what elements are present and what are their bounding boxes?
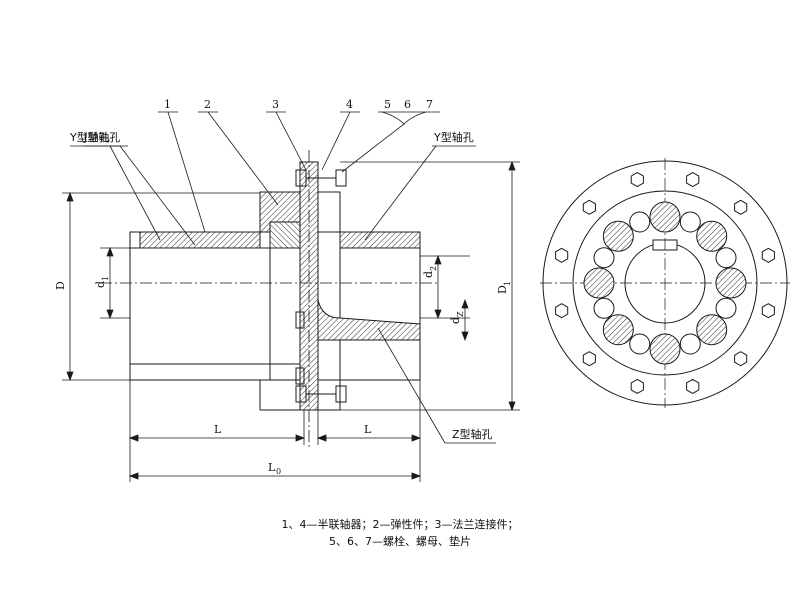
svg-text:0: 0 <box>276 467 281 476</box>
flange-bolt-nut <box>582 199 596 215</box>
elastic-segment <box>649 333 681 365</box>
dim-D: D <box>54 281 67 290</box>
elastic-segment <box>602 220 634 252</box>
end-view <box>540 158 790 408</box>
callout-4: 4 <box>346 98 353 111</box>
pin-hole <box>679 211 701 233</box>
svg-text:1: 1 <box>503 281 512 286</box>
elastic-segment <box>715 267 747 299</box>
flange-bolt-nut <box>582 351 596 367</box>
flange-bolt-nut <box>761 247 775 263</box>
pin-hole <box>593 297 615 319</box>
label-j-bore: J型轴孔 <box>83 130 120 144</box>
pin-hole <box>715 297 737 319</box>
flange-bolt-nut <box>686 172 700 188</box>
dim-L0: L 0 <box>268 461 281 476</box>
dim-d2: d 2 <box>422 266 438 278</box>
label-y-bore-left: Y型轴孔 <box>69 130 110 144</box>
dim-d1: d 1 <box>94 276 110 288</box>
dim-dz: d Z <box>449 311 465 324</box>
elastic-segment <box>649 201 681 233</box>
svg-text:d: d <box>422 271 435 278</box>
svg-text:D: D <box>496 285 509 294</box>
callout-1: 1 <box>164 98 171 111</box>
flange-bolt-nut <box>630 172 644 188</box>
flange-bolt-nut <box>555 303 569 319</box>
callout-2: 2 <box>204 98 211 111</box>
caption-line-1: 1、4—半联轴器；2—弹性件；3—法兰连接件； <box>281 518 519 531</box>
flange-bolt-nut <box>734 199 748 215</box>
caption-line-2: 5、6、7—螺栓、螺母、垫片 <box>329 535 471 548</box>
callout-7: 7 <box>426 98 433 111</box>
callout-6: 6 <box>404 98 411 111</box>
flange-bolt-nut <box>686 378 700 394</box>
right-hub-outline <box>317 231 421 381</box>
svg-text:1: 1 <box>101 276 110 281</box>
right-hub-z-bore <box>317 299 421 341</box>
left-hub-hatch <box>139 231 261 249</box>
right-flange <box>317 191 341 411</box>
flange-bolt-nut <box>630 378 644 394</box>
side-section-view <box>100 150 470 448</box>
pin-hole <box>629 333 651 355</box>
svg-text:d: d <box>449 317 462 324</box>
dim-L-right: L <box>364 423 372 436</box>
label-y-bore-right: Y型轴孔 <box>433 130 474 144</box>
callout-3: 3 <box>272 98 279 111</box>
flange-bolt-nut <box>734 351 748 367</box>
pin-hole <box>679 333 701 355</box>
dim-D1: D 1 <box>496 281 512 294</box>
elastic-segment <box>602 314 634 346</box>
pin-hole <box>593 247 615 269</box>
svg-text:Z: Z <box>456 311 465 317</box>
pin-hole <box>629 211 651 233</box>
flange-bolt-nut <box>555 247 569 263</box>
left-hub-outline <box>129 231 271 381</box>
leader-lines <box>70 111 496 444</box>
callout-5: 5 <box>384 98 391 111</box>
label-z-bore: Z型轴孔 <box>452 427 493 441</box>
elastic-element <box>269 221 306 249</box>
svg-text:d: d <box>94 281 107 288</box>
svg-text:2: 2 <box>429 266 438 271</box>
flange-bolt-nut <box>761 303 775 319</box>
svg-text:L: L <box>268 461 276 474</box>
dim-L-left: L <box>214 423 222 436</box>
pin-hole <box>715 247 737 269</box>
elastic-segment <box>696 220 728 252</box>
dimension-lines <box>62 160 520 482</box>
elastic-segment <box>583 267 615 299</box>
elastic-segment <box>696 314 728 346</box>
right-hub-hatch <box>339 231 421 249</box>
